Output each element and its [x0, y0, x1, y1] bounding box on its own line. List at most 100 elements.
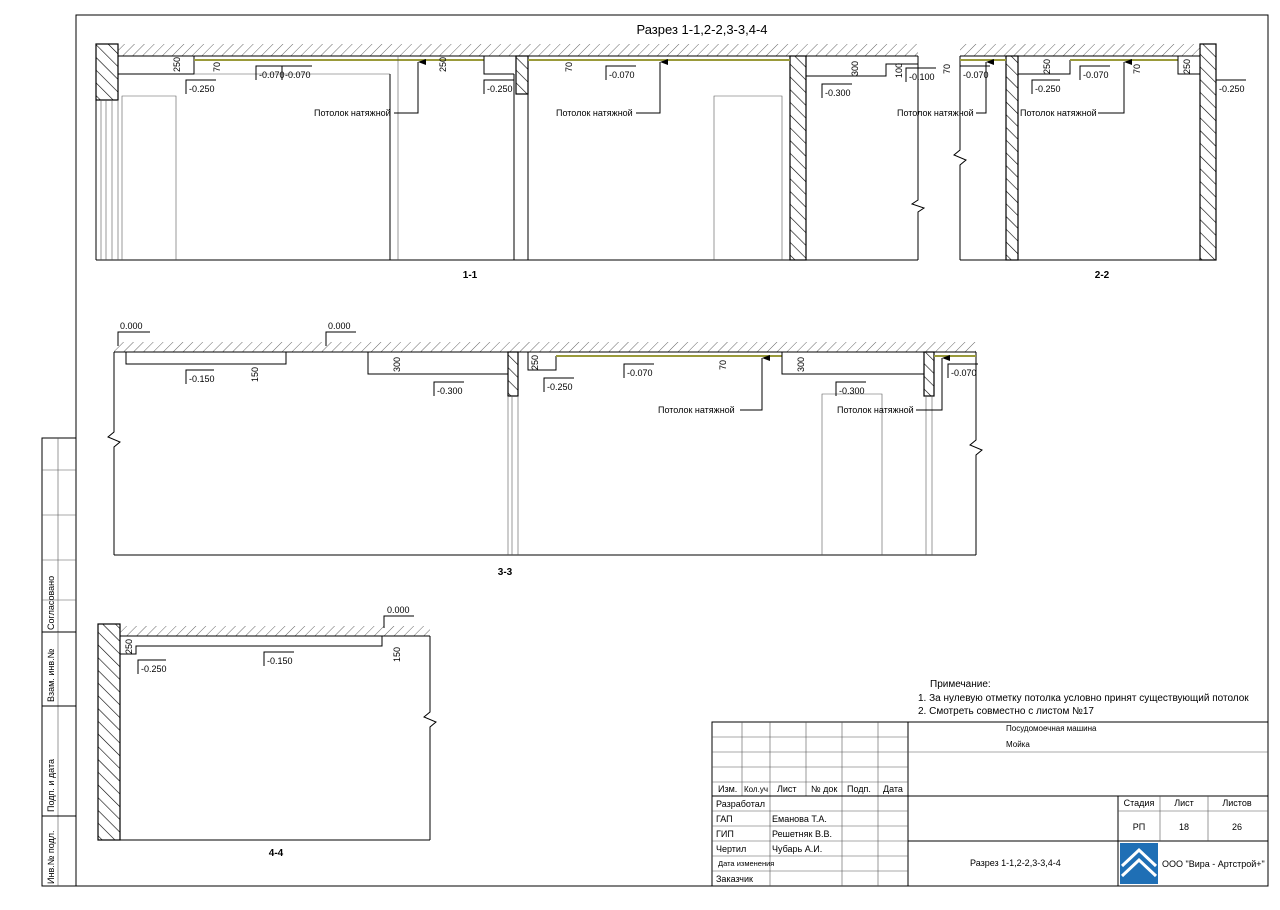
level-mark: 0.000: [328, 321, 351, 331]
role-label: Разработал: [716, 799, 765, 809]
drawing-title: Разрез 1-1,2-2,3-3,4-4: [970, 858, 1061, 868]
level-mark: -0.300: [839, 386, 865, 396]
slab-hatch: [118, 44, 918, 56]
section-4-4: 0.000 250 150 -0.250 -0.150 4-4: [97, 605, 437, 859]
stamp-label: Подп. и дата: [46, 759, 56, 812]
person-name: Чубарь А.И.: [772, 844, 822, 854]
dim: 150: [250, 367, 260, 382]
dim: 70: [1132, 64, 1142, 74]
level-mark: -0.300: [825, 88, 851, 98]
level-mark: -0.070: [1083, 70, 1109, 80]
callout-label: Потолок натяжной: [1020, 108, 1097, 118]
level-mark: -0.300: [437, 386, 463, 396]
callout-label: Потолок натяжной: [314, 108, 391, 118]
dim: 100: [894, 63, 904, 78]
level-mark: 0.000: [387, 605, 410, 615]
level-mark: -0.100: [909, 72, 935, 82]
wall-middle: [789, 55, 807, 261]
wall-column: [923, 351, 935, 397]
level-mark: -0.250: [1219, 84, 1245, 94]
dim: 70: [564, 62, 574, 72]
note-heading: Примечание:: [930, 679, 991, 690]
level-mark: 0.000: [120, 321, 143, 331]
dim: 70: [212, 62, 222, 72]
level-mark: -0.070: [609, 70, 635, 80]
company-name: ООО "Вира - Артстрой+": [1162, 859, 1265, 869]
section-3-3: 0.000 0.000 150 300 250 70 300 -0.150 -0…: [107, 321, 983, 578]
callout-label: Потолок натяжной: [658, 405, 735, 415]
dim: 150: [392, 647, 402, 662]
callout-label: Потолок натяжной: [837, 405, 914, 415]
role-label: Заказчик: [716, 874, 753, 884]
level-mark: -0.070: [963, 70, 989, 80]
section-label: 1-1: [463, 270, 478, 281]
level-mark: -0.150: [267, 656, 293, 666]
column-header: Дата: [883, 784, 903, 794]
level-mark: -0.070: [259, 70, 285, 80]
project-line: Мойка: [1006, 740, 1030, 749]
level-mark: -0.070: [951, 368, 977, 378]
callout-label: Потолок натяжной: [897, 108, 974, 118]
role-label: ГАП: [716, 814, 733, 824]
dim: 250: [438, 57, 448, 72]
dim: 250: [1042, 59, 1052, 74]
dim: 300: [796, 357, 806, 372]
column-header: Подп.: [847, 784, 871, 794]
note-line: 2. Смотреть совместно с листом №17: [918, 706, 1094, 717]
section-1-1: 250 70 250 70 300 100 -0.250 -0.070 -0.0…: [95, 43, 936, 281]
stage-value: РП: [1133, 822, 1145, 832]
stamp-label: Взам. инв.№: [46, 648, 56, 702]
dim: 70: [718, 360, 728, 370]
stamp-label: Инв.№ подл.: [46, 830, 56, 884]
level-mark: -0.250: [1035, 84, 1061, 94]
project-line: Посудомоечная машина: [1006, 724, 1097, 733]
sheet-header: Лист: [1174, 798, 1194, 808]
sheets-header: Листов: [1222, 798, 1251, 808]
wall-middle: [1005, 55, 1019, 261]
dim: 70: [942, 64, 952, 74]
role-label: Дата изменения: [718, 859, 774, 868]
column-header: Лист: [777, 784, 797, 794]
sheets-value: 26: [1232, 822, 1242, 832]
level-mark: -0.250: [141, 664, 167, 674]
level-mark: -0.070: [627, 368, 653, 378]
section-label: 3-3: [498, 567, 513, 578]
stage-header: Стадия: [1124, 798, 1155, 808]
sheet-frame: [75, 14, 1269, 887]
person-name: Еманова Т.А.: [772, 814, 827, 824]
note-line: 1. За нулевую отметку потолка условно пр…: [918, 693, 1249, 704]
column-header: Изм.: [718, 784, 737, 794]
level-mark: -0.250: [487, 84, 513, 94]
column-header: № док: [811, 784, 837, 794]
sheet-title: Разрез 1-1,2-2,3-3,4-4: [636, 22, 767, 37]
wall-left: [97, 623, 121, 841]
dim: 250: [530, 355, 540, 370]
dim: 300: [850, 61, 860, 76]
sheet-value: 18: [1179, 822, 1189, 832]
column-header: Кол.уч: [744, 785, 768, 794]
dim: 250: [1182, 59, 1192, 74]
dim: 300: [392, 357, 402, 372]
callout-label: Потолок натяжной: [556, 108, 633, 118]
dim: 250: [172, 57, 182, 72]
dim: 250: [124, 639, 134, 654]
wall-left: [95, 43, 119, 101]
role-label: Чертил: [716, 844, 746, 854]
person-name: Решетняк В.В.: [772, 829, 832, 839]
wall-column: [507, 351, 519, 397]
level-mark: -0.150: [189, 374, 215, 384]
side-stamp: Согласовано Взам. инв.№ Подп. и дата Инв…: [41, 437, 77, 887]
title-block: Изм. Кол.уч Лист № док Подп. Дата Разраб…: [711, 721, 1269, 887]
section-label: 4-4: [269, 848, 284, 859]
section-2-2: 70 250 70 250 -0.070 -0.250 -0.070 -0.25…: [897, 43, 1246, 281]
company-logo: [1120, 843, 1158, 884]
level-mark: -0.250: [189, 84, 215, 94]
wall-column: [515, 55, 529, 95]
level-mark: -0.250: [547, 382, 573, 392]
note-block: Примечание: 1. За нулевую отметку потолк…: [918, 679, 1249, 717]
role-label: ГИП: [716, 829, 734, 839]
stamp-label: Согласовано: [46, 576, 56, 630]
wall-right: [1199, 43, 1217, 261]
